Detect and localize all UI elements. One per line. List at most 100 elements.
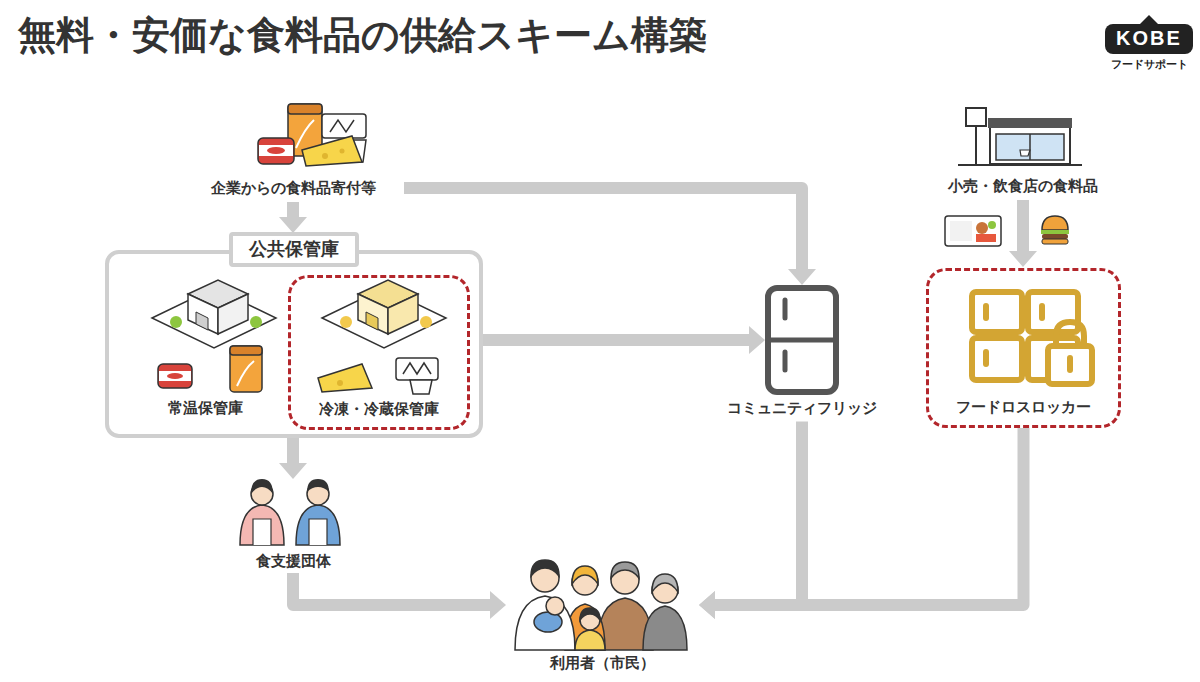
locker-icon xyxy=(983,352,989,364)
cheese-icon xyxy=(318,364,372,392)
store-icon xyxy=(990,124,1070,164)
packaged-food-icon xyxy=(396,358,438,380)
flow-arrow xyxy=(1017,200,1029,251)
cold-warehouse-icon xyxy=(366,312,378,330)
family-figure xyxy=(572,566,598,584)
flow-arrow xyxy=(715,428,1024,605)
locker-icon xyxy=(1028,292,1078,332)
burger-icon xyxy=(1042,216,1068,230)
warehouse-icon xyxy=(218,294,248,334)
rice-bag-icon xyxy=(230,346,262,392)
donation-food-icon xyxy=(330,120,354,132)
cold-warehouse-icon xyxy=(322,280,446,348)
packaged-food-icon xyxy=(403,363,431,374)
diagram-title: 無料・安価な食料品の供給スキーム構築 xyxy=(18,10,707,61)
store-icon xyxy=(988,118,1072,128)
donation-food-icon xyxy=(322,114,366,138)
locker-icon xyxy=(983,306,989,318)
fridge-detail xyxy=(768,338,836,343)
family-figure xyxy=(643,606,687,650)
cold-warehouse-icon xyxy=(358,294,388,334)
family-figure xyxy=(575,630,605,650)
storage-box: 常温保管庫 xyxy=(125,275,285,425)
store-icon xyxy=(958,108,1082,165)
store-icon xyxy=(996,134,1064,160)
donation-food-icon xyxy=(259,145,293,156)
packaged-food-icon xyxy=(396,358,438,394)
staff-figure xyxy=(307,479,329,492)
bento-icon xyxy=(988,221,996,229)
donation-food-icon xyxy=(288,104,322,114)
flow-arrow xyxy=(287,202,299,217)
fridge-detail xyxy=(783,300,788,318)
node-label: コミュニティフリッジ xyxy=(727,398,877,418)
canned-food-icon xyxy=(158,364,192,388)
staff-figure xyxy=(251,479,273,494)
donation-food-icon xyxy=(340,149,345,154)
staff-figure xyxy=(253,519,271,545)
cold-warehouse-icon xyxy=(388,294,418,334)
support-group: 食支援団体 xyxy=(225,478,361,573)
node-label: 常温保管庫 xyxy=(125,398,285,418)
family-figure xyxy=(611,562,639,578)
rice-bag-icon xyxy=(237,361,254,386)
burger-icon xyxy=(1041,216,1069,244)
logo-badge xyxy=(1105,24,1193,54)
node-label: 冷凍・冷蔵保管庫 xyxy=(291,399,467,419)
locker-icon xyxy=(1056,322,1084,346)
bento-icon xyxy=(945,216,1001,246)
flow-arrow xyxy=(287,438,299,463)
family-figure xyxy=(652,574,678,592)
flow-arrow xyxy=(293,573,490,605)
node-label: 小売・飲食店の食料品 xyxy=(948,176,1098,196)
donation-food-icon xyxy=(296,120,314,148)
warehouse-icon xyxy=(250,316,262,328)
flow-arrow xyxy=(715,422,802,606)
staff-figure xyxy=(296,505,340,545)
cold-warehouse-icon xyxy=(340,316,352,328)
locker-icon xyxy=(1048,346,1092,384)
locker-box: フードロスロッカー xyxy=(926,268,1121,428)
rice-bag-icon xyxy=(230,346,262,392)
cheese-icon xyxy=(318,364,372,392)
rice-bag-icon xyxy=(230,346,262,355)
bento-icon xyxy=(976,222,988,234)
family-figure xyxy=(515,596,575,650)
family-figure xyxy=(546,597,564,615)
storage-group: 公共保管庫常温保管庫冷凍・冷蔵保管庫 xyxy=(105,250,483,438)
fridge-detail xyxy=(768,300,836,370)
burger-icon xyxy=(1041,230,1069,234)
group-heading: 公共保管庫 xyxy=(229,232,359,267)
flow-arrow xyxy=(404,188,802,269)
donation-food-icon xyxy=(267,147,285,154)
user-group: 利用者（市民） xyxy=(505,552,700,674)
locker-icon xyxy=(1067,358,1073,370)
store-icon xyxy=(1020,150,1030,156)
node-label: フードロスロッカー xyxy=(929,397,1118,417)
logo-subtext: フードサポート xyxy=(1095,58,1200,72)
canned-food-icon xyxy=(158,364,192,388)
staff-figure xyxy=(240,479,340,545)
logo-badge xyxy=(1139,15,1159,25)
storage-box: 冷凍・冷蔵保管庫 xyxy=(288,275,470,430)
locker-icon xyxy=(972,338,1022,380)
locker-icon xyxy=(972,292,1092,384)
warehouse-icon xyxy=(170,316,182,328)
burger-icon xyxy=(1042,234,1068,239)
warehouse-icon xyxy=(188,294,218,334)
warehouse-icon xyxy=(152,280,276,348)
donation-food-icon xyxy=(258,104,366,166)
source-label: 企業からの食料品寄付等 xyxy=(188,176,398,200)
donation-food-icon xyxy=(302,136,362,166)
canned-food-icon xyxy=(167,373,183,379)
store-icon xyxy=(958,164,1082,166)
burger-icon xyxy=(1042,239,1068,244)
family-figure xyxy=(515,560,687,650)
donation-food-icon xyxy=(322,153,328,159)
bento-icon xyxy=(945,216,1001,246)
cold-warehouse-icon xyxy=(420,316,432,328)
source-label: 小売・飲食店の食料品 xyxy=(918,174,1128,198)
